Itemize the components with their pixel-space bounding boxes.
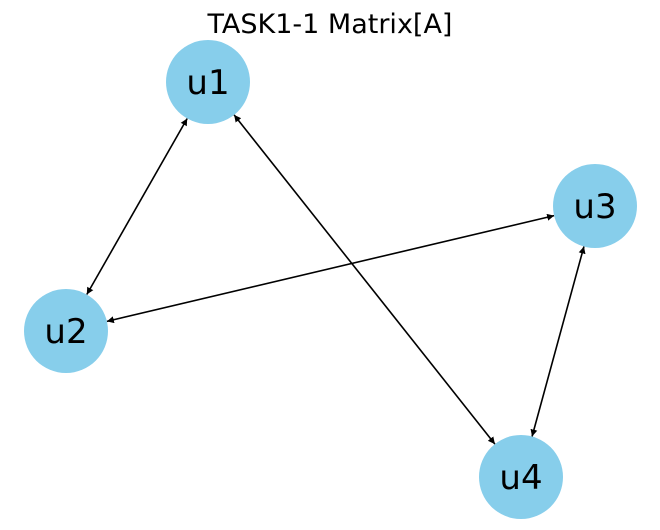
node-u3: u3 (553, 164, 637, 248)
node-circle-u3 (553, 164, 637, 248)
edges-layer (86, 114, 586, 445)
node-circle-u4 (479, 435, 563, 519)
node-label-u4: u4 (499, 458, 542, 498)
node-circle-u2 (24, 289, 108, 373)
edge-u1-u4 (233, 114, 496, 445)
node-label-u2: u2 (44, 312, 87, 352)
node-label-u1: u1 (186, 63, 229, 103)
node-label-u3: u3 (573, 187, 616, 227)
node-u4: u4 (479, 435, 563, 519)
node-u1: u1 (166, 40, 250, 124)
node-circle-u1 (166, 40, 250, 124)
nodes-layer: u1 u2 u3 u4 (24, 40, 637, 519)
node-u2: u2 (24, 289, 108, 373)
edge-u2-u3 (106, 213, 555, 324)
edge-u3-u4 (530, 246, 586, 437)
edge-u1-u2 (86, 118, 188, 295)
diagram-title: TASK1-1 Matrix[A] (207, 9, 453, 40)
